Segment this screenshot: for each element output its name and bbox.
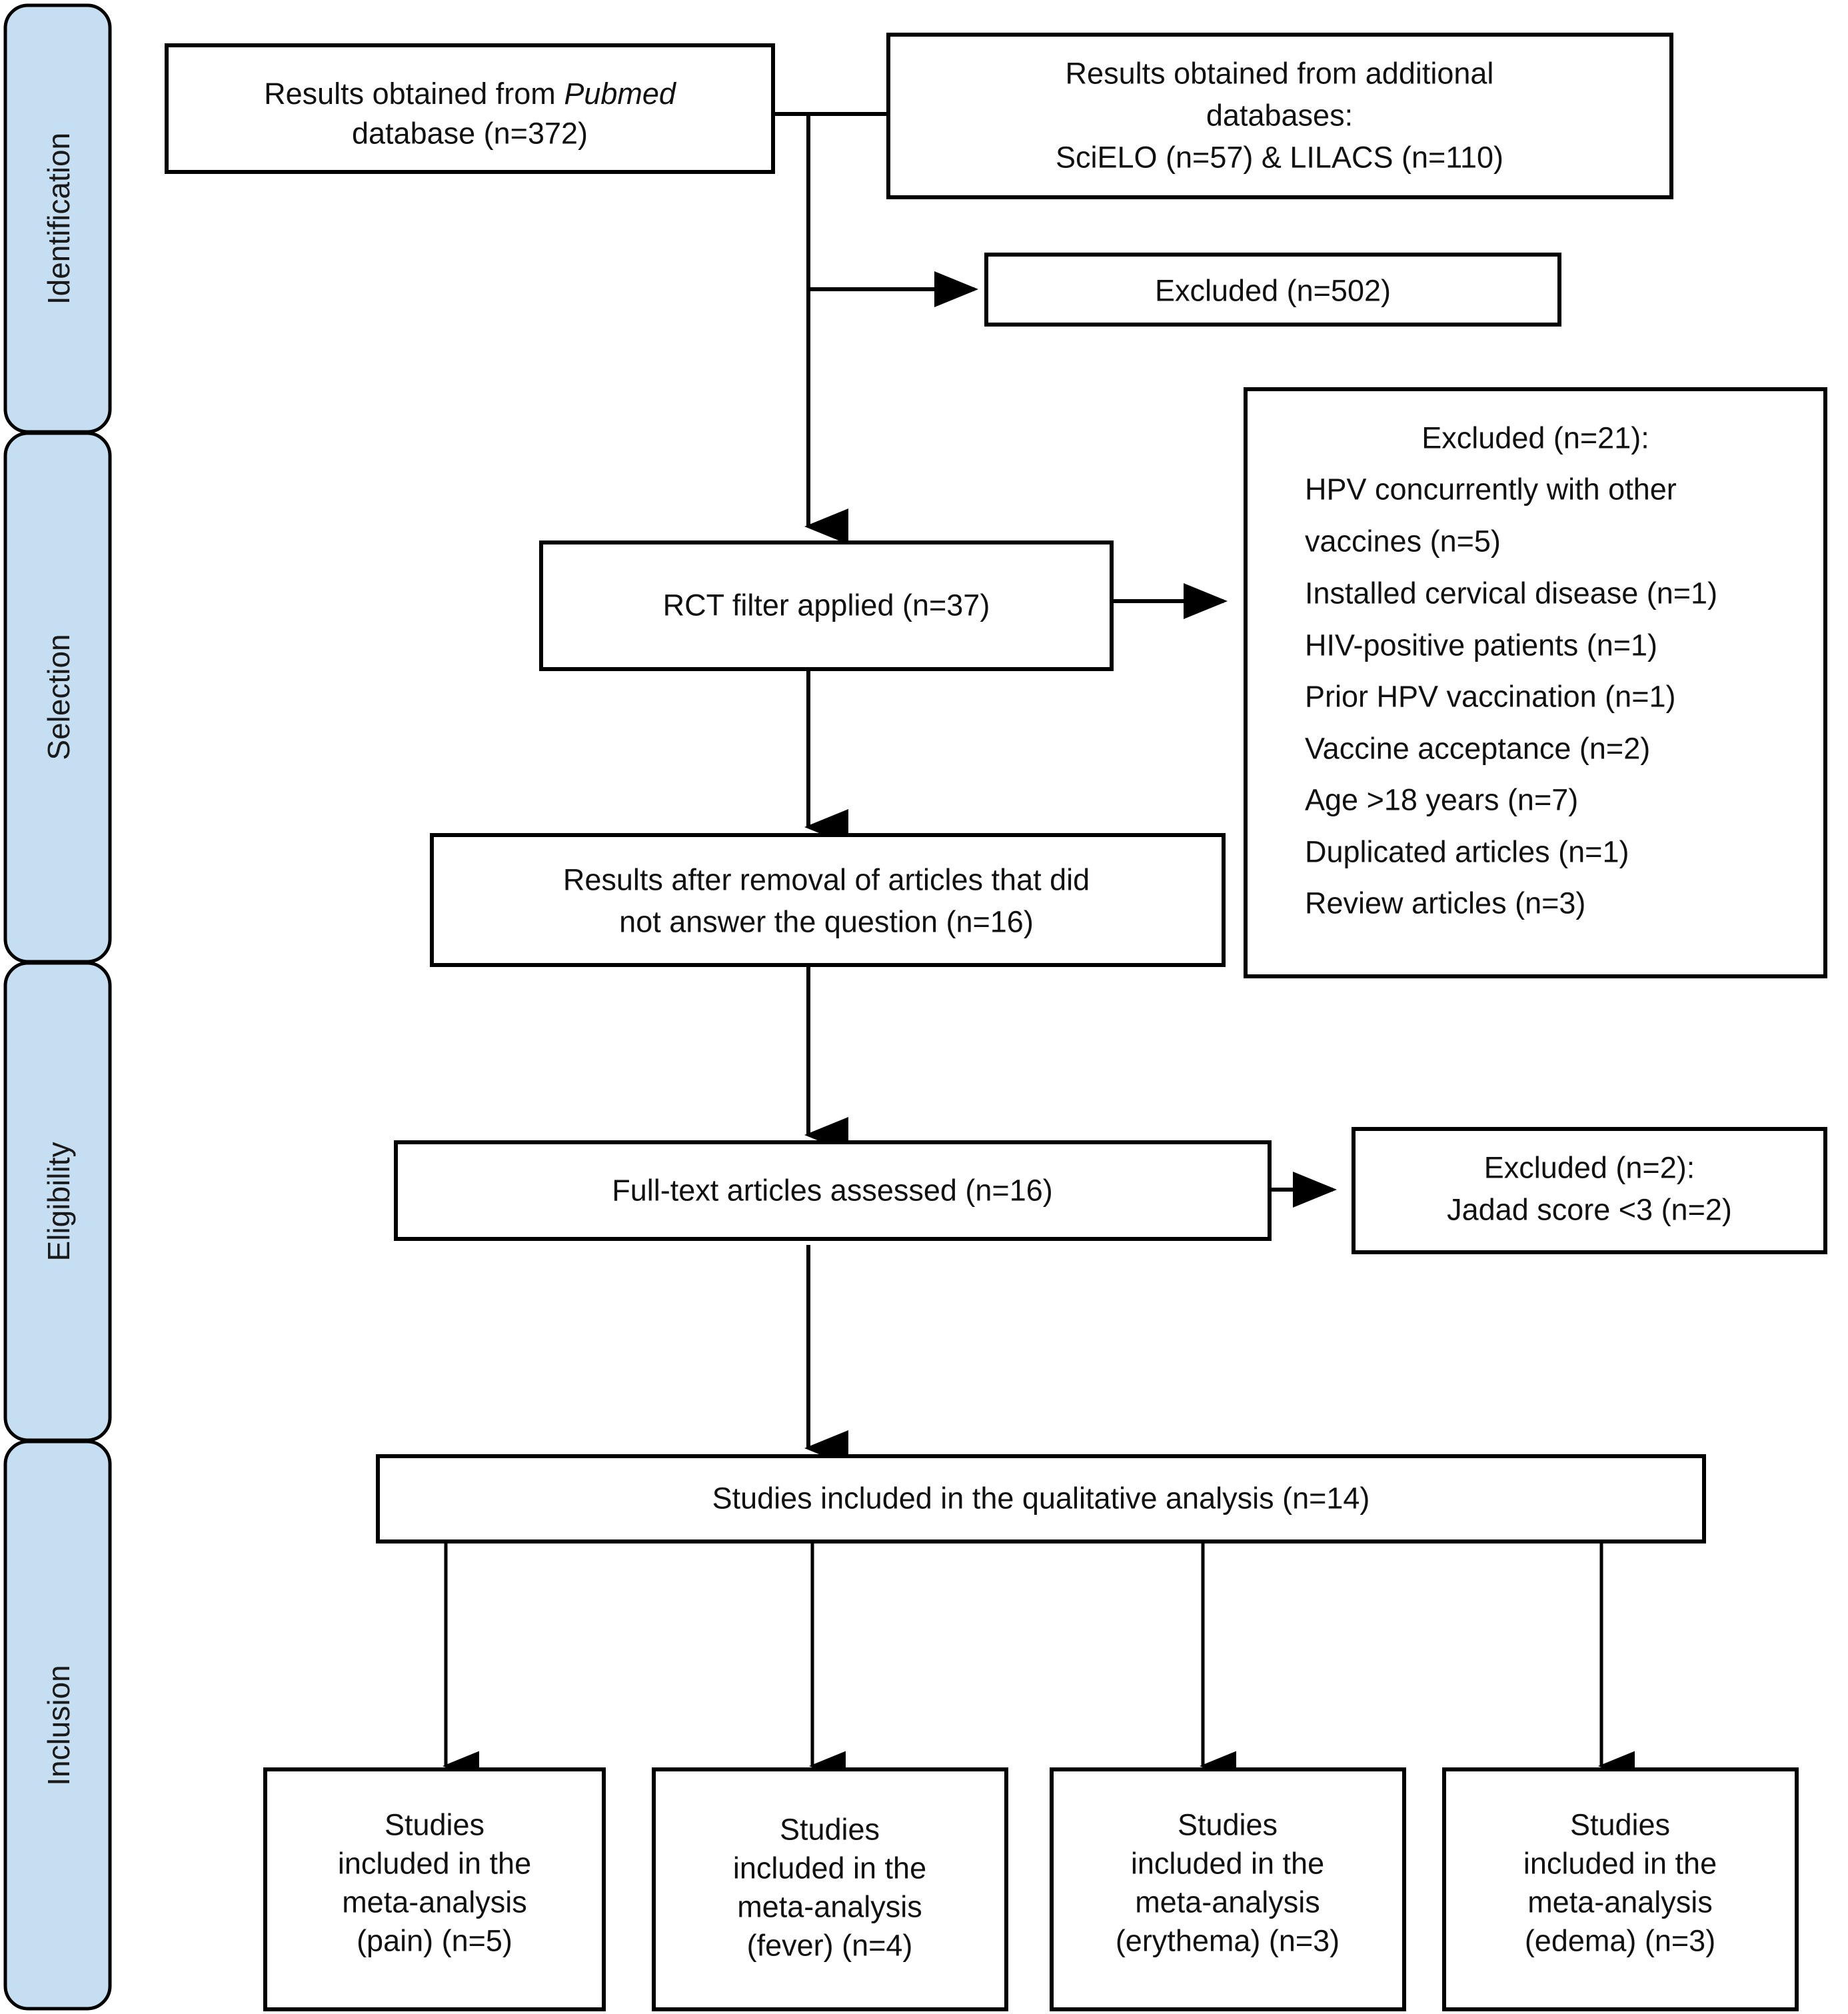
node-meta-erythema-line3: meta-analysis	[1135, 1885, 1320, 1919]
node-meta-fever: Studies included in the meta-analysis (f…	[652, 1767, 1008, 2011]
node-meta-erythema: Studies included in the meta-analysis (e…	[1050, 1767, 1406, 2011]
node-meta-pain-line1: Studies	[385, 1808, 484, 1842]
node-excluded-21-item-0: HPV concurrently with other	[1305, 473, 1677, 506]
node-meta-erythema-line2: included in the	[1131, 1847, 1324, 1881]
stage-band-inclusion-label: Inclusion	[41, 1665, 76, 1786]
node-rct-filter: RCT filter applied (n=37)	[539, 540, 1114, 671]
node-after-removal-box	[430, 833, 1226, 967]
node-excluded-21-heading: Excluded (n=21):	[1421, 421, 1649, 455]
node-excluded-21-item-5: Vaccine acceptance (n=2)	[1305, 732, 1650, 766]
node-meta-fever-line4: (fever) (n=4)	[747, 1929, 913, 1963]
stage-band-eligibility: Eligibility	[3, 961, 112, 1442]
stage-band-selection-label: Selection	[41, 634, 76, 760]
node-meta-fever-line2: included in the	[733, 1851, 926, 1885]
node-pubmed-results: Results obtained from Pubmed database (n…	[165, 43, 775, 174]
stage-band-inclusion: Inclusion	[3, 1440, 112, 2011]
node-excluded-2-line2: Jadad score <3 (n=2)	[1447, 1193, 1732, 1227]
node-meta-fever-box	[652, 1767, 1008, 2011]
stage-band-identification-label: Identification	[41, 133, 76, 305]
node-excluded-502-line1: Excluded (n=502)	[1155, 274, 1391, 308]
node-excluded-21-item-7: Duplicated articles (n=1)	[1305, 835, 1629, 869]
node-meta-pain-line2: included in the	[338, 1847, 531, 1881]
node-additional-databases-box	[886, 33, 1673, 199]
node-excluded-21-item-3: HIV-positive patients (n=1)	[1305, 628, 1657, 662]
node-excluded-21-item-1: vaccines (n=5)	[1305, 524, 1501, 558]
node-meta-edema-line3: meta-analysis	[1527, 1885, 1713, 1919]
node-excluded-21-item-6: Age >18 years (n=7)	[1305, 783, 1578, 817]
node-additional-databases-line3: SciELO (n=57) & LILACS (n=110)	[1056, 141, 1503, 175]
node-excluded-21-box	[1244, 387, 1827, 978]
node-meta-erythema-line4: (erythema) (n=3)	[1116, 1924, 1340, 1958]
node-excluded-2: Excluded (n=2): Jadad score <3 (n=2)	[1352, 1127, 1827, 1254]
node-meta-pain-line4: (pain) (n=5)	[357, 1924, 512, 1958]
node-excluded-21: Excluded (n=21): HPV concurrently with o…	[1244, 387, 1827, 978]
node-meta-fever-line1: Studies	[780, 1813, 880, 1847]
node-after-removal-line1: Results after removal of articles that d…	[563, 863, 1090, 897]
node-excluded-502: Excluded (n=502)	[984, 253, 1561, 327]
node-rct-filter-box	[539, 540, 1114, 671]
node-excluded-502-box	[984, 253, 1561, 327]
node-meta-edema-line4: (edema) (n=3)	[1525, 1924, 1715, 1958]
node-meta-edema-line1: Studies	[1570, 1808, 1670, 1842]
stage-band-selection: Selection	[3, 431, 112, 964]
node-excluded-21-item-8: Review articles (n=3)	[1305, 886, 1585, 920]
node-meta-edema-box	[1442, 1767, 1799, 2011]
node-meta-erythema-line1: Studies	[1178, 1808, 1278, 1842]
stage-band-identification: Identification	[3, 3, 112, 434]
node-meta-edema: Studies included in the meta-analysis (e…	[1442, 1767, 1799, 2011]
node-fulltext-assessed: Full-text articles assessed (n=16)	[394, 1140, 1272, 1241]
node-fulltext-assessed-line1: Full-text articles assessed (n=16)	[612, 1174, 1053, 1208]
node-additional-databases-line2: databases:	[1206, 99, 1353, 133]
node-excluded-2-line1: Excluded (n=2):	[1484, 1151, 1695, 1185]
node-additional-databases: Results obtained from additional databas…	[886, 33, 1673, 199]
stage-band-eligibility-label: Eligibility	[41, 1142, 76, 1262]
node-pubmed-results-box	[165, 43, 775, 174]
node-qualitative-analysis: Studies included in the qualitative anal…	[376, 1454, 1706, 1543]
node-after-removal: Results after removal of articles that d…	[430, 833, 1226, 967]
node-meta-pain-box	[263, 1767, 606, 2011]
node-excluded-21-item-4: Prior HPV vaccination (n=1)	[1305, 680, 1675, 714]
node-qualitative-analysis-line1: Studies included in the qualitative anal…	[712, 1482, 1370, 1515]
node-meta-erythema-box	[1050, 1767, 1406, 2011]
node-meta-pain-line3: meta-analysis	[342, 1885, 527, 1919]
node-excluded-21-item-2: Installed cervical disease (n=1)	[1305, 576, 1717, 610]
node-excluded-2-box	[1352, 1127, 1827, 1254]
stage-band-inclusion-rect	[3, 1440, 112, 2011]
node-qualitative-analysis-box	[376, 1454, 1706, 1543]
node-additional-databases-line1: Results obtained from additional	[1066, 57, 1494, 91]
node-after-removal-line2: not answer the question (n=16)	[619, 905, 1034, 939]
node-pubmed-results-line1: Results obtained from Pubmed	[264, 77, 677, 111]
node-pubmed-results-line2: database (n=372)	[352, 117, 588, 151]
node-rct-filter-line1: RCT filter applied (n=37)	[663, 588, 990, 622]
node-meta-edema-line2: included in the	[1523, 1847, 1717, 1881]
node-meta-fever-line3: meta-analysis	[737, 1890, 922, 1924]
node-meta-pain: Studies included in the meta-analysis (p…	[263, 1767, 606, 2011]
node-fulltext-assessed-box	[394, 1140, 1272, 1241]
